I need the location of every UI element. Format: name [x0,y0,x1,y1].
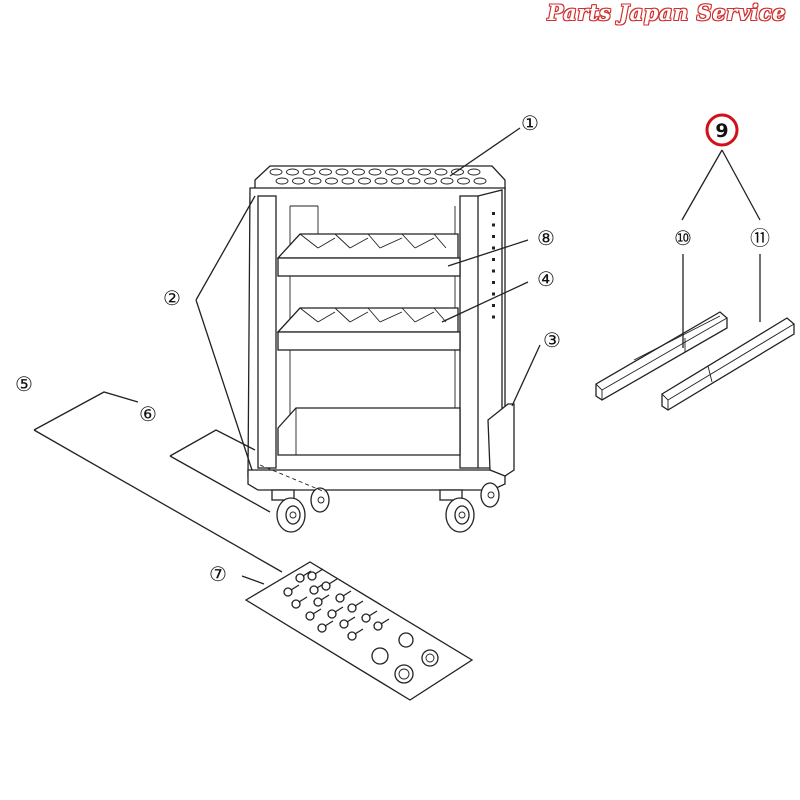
screw [309,582,326,595]
tool-hole [457,177,470,185]
leader-lines [195,127,761,585]
screw [291,596,308,609]
slide-rail-10 [595,311,728,401]
callout-4: ④ [537,267,555,291]
screw [373,618,390,631]
screw [313,594,330,607]
tool-hole [451,168,464,176]
tool-hole [358,177,371,185]
adjust-hole [492,212,495,215]
tool-hole [440,177,454,185]
adjust-hole [492,223,495,227]
tool-hole [325,177,338,185]
tool-hole [319,168,332,176]
screw [327,606,344,619]
callout-5: ⑤ [15,372,33,396]
tool-hole [467,168,481,176]
callout-6: ⑥ [139,402,157,426]
tool-hole [308,177,322,185]
decal-sheet-6 [169,429,271,513]
callout-1: ① [521,111,539,135]
tool-hole [368,168,382,176]
adjust-hole [492,235,495,238]
screw [295,570,312,583]
callout-11: ⑪ [750,226,770,250]
callout-9-highlight-ring [705,113,739,147]
tool-hole [335,168,349,176]
tool-hole [286,168,299,176]
screw [339,616,356,629]
side-adjust-holes [492,212,495,319]
callout-3: ③ [543,328,561,352]
tool-hole [275,177,289,185]
tool-hole [302,168,316,176]
tool-hole [385,168,398,176]
tool-hole [269,168,283,176]
tool-hole [374,177,388,185]
adjust-hole [492,269,495,273]
adjust-hole [492,304,495,307]
slide-rail-11 [661,317,795,411]
tool-hole [407,177,421,185]
screw [347,628,364,641]
adjust-hole [492,258,495,261]
tool-hole [473,177,487,185]
screw [305,608,322,621]
decal-sheet-5 [33,391,283,573]
top-tool-holes [269,168,487,185]
adjust-hole [492,315,495,319]
tool-hole [401,168,415,176]
callout-2: ② [163,286,181,310]
callout-8: ⑧ [537,226,555,250]
callout-9: 9 [715,120,728,142]
tool-cart [247,165,515,533]
screw [361,610,378,623]
tool-hole [391,177,404,185]
screw [307,568,324,581]
casters [271,482,500,533]
callout-7: ⑦ [209,562,227,586]
screw [321,578,338,591]
screw [335,590,352,603]
callout-labels: ① ② ③ ④ ⑤ ⑥ ⑦ ⑧ 9 ⑩ ⑪ [15,111,770,586]
callout-10: ⑩ [674,226,692,250]
watermark-logo: Parts Japan Service [547,0,786,25]
screw [283,584,300,597]
tool-hole [292,177,305,185]
tool-hole [352,168,365,176]
screw [347,600,364,613]
tool-hole [418,168,431,176]
adjust-hole [492,246,495,250]
tool-hole [424,177,437,185]
tool-hole [434,168,448,176]
adjust-hole [492,292,495,296]
screw [317,620,334,633]
screw-set-7 [244,561,474,701]
adjust-hole [492,281,495,284]
tool-hole [341,177,355,185]
